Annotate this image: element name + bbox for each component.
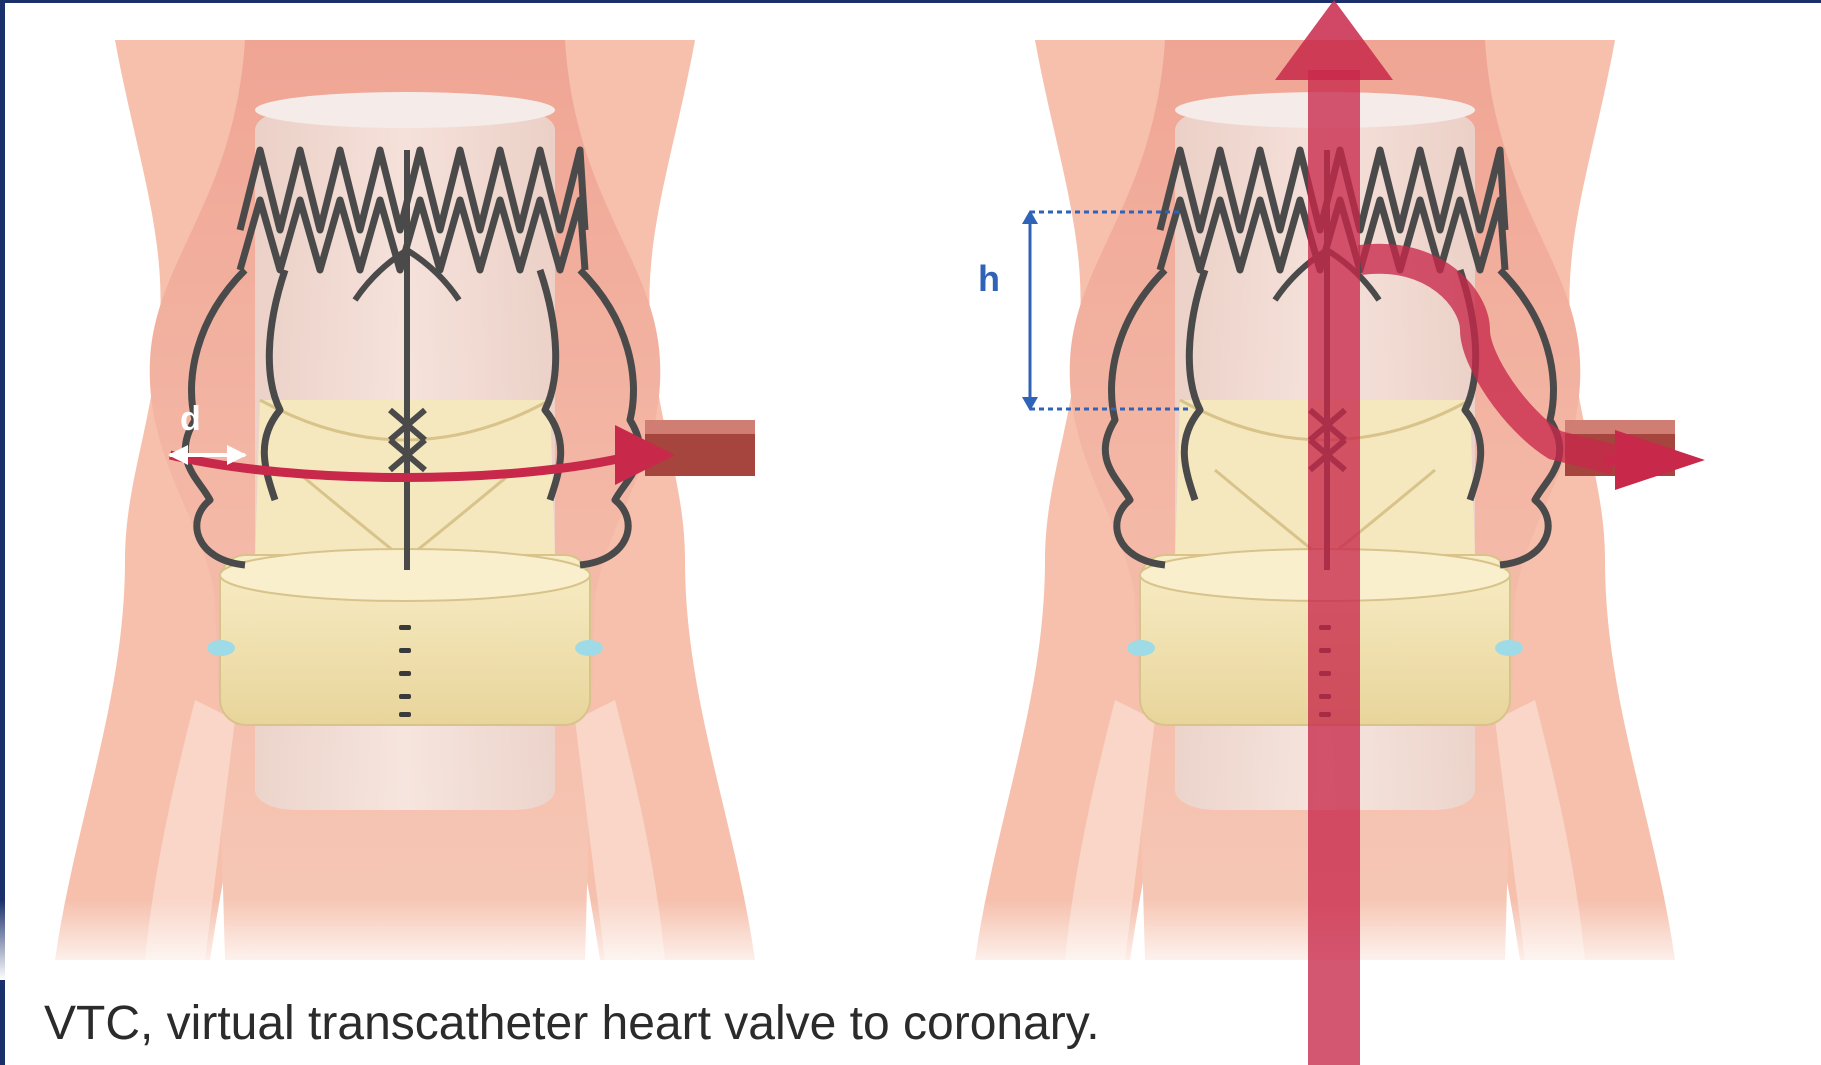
figure-caption: VTC, virtual transcatheter heart valve t… — [44, 1000, 1100, 1048]
right-panel — [915, 0, 1735, 1065]
right-flow-vertical-arrow — [1308, 70, 1360, 1065]
left-valve-illustration — [0, 40, 815, 980]
left-panel: d — [0, 40, 815, 980]
height-label: h — [978, 258, 1000, 299]
left-coronary-highlight — [645, 420, 755, 434]
distance-label: d — [180, 400, 201, 438]
